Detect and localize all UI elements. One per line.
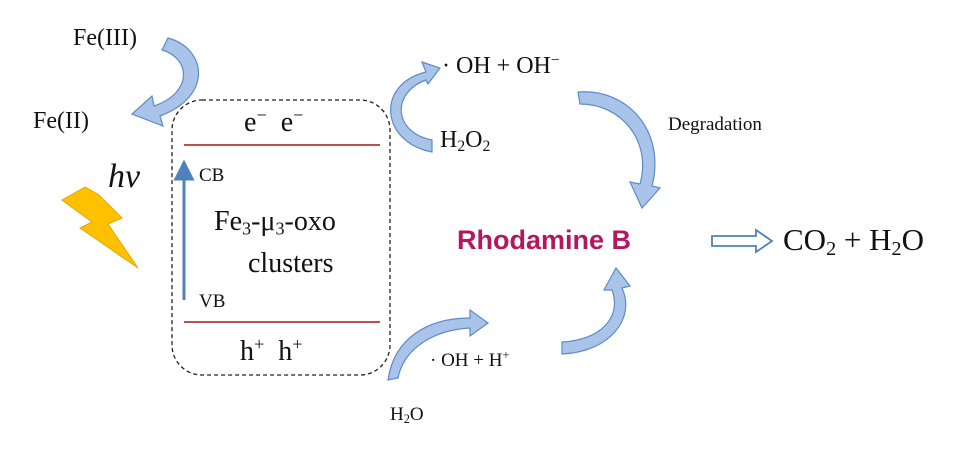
- curved-arrow-icon-fe: [130, 37, 199, 128]
- cluster-formula: Fe3-μ3-oxo: [214, 206, 336, 239]
- h2o-bottom-label: H2O: [390, 404, 424, 427]
- cluster-name: clusters: [248, 248, 334, 279]
- curved-arrow-icon-degradation: [577, 91, 662, 210]
- cluster-box: [171, 99, 391, 376]
- oh-top-label: · OH + OH−: [442, 51, 560, 79]
- holes-label: h+ h+: [240, 334, 303, 367]
- curved-arrow-icon-oh-bottom: [561, 266, 632, 355]
- degradation-label: Degradation: [668, 114, 762, 135]
- electrons-label: e− e−: [244, 105, 304, 138]
- curved-arrow-icon-h2o2: [390, 61, 441, 153]
- fe3-label: Fe(III): [73, 25, 137, 51]
- vb-label: VB: [199, 291, 226, 312]
- curved-arrow-icon-h2o: [387, 308, 490, 381]
- cb-label: CB: [199, 165, 225, 186]
- products-label: CO2 + H2O: [783, 222, 924, 261]
- oh-bottom-label: · OH + H+: [430, 348, 510, 371]
- double-line-arrow-icon: [711, 228, 774, 254]
- rhodamine-b-label: Rhodamine B: [457, 225, 632, 255]
- fe2-label: Fe(II): [33, 108, 89, 134]
- hv-label: hv: [108, 158, 141, 195]
- lightning-bolt-icon: [61, 186, 139, 269]
- h2o2-label: H2O2: [440, 127, 491, 155]
